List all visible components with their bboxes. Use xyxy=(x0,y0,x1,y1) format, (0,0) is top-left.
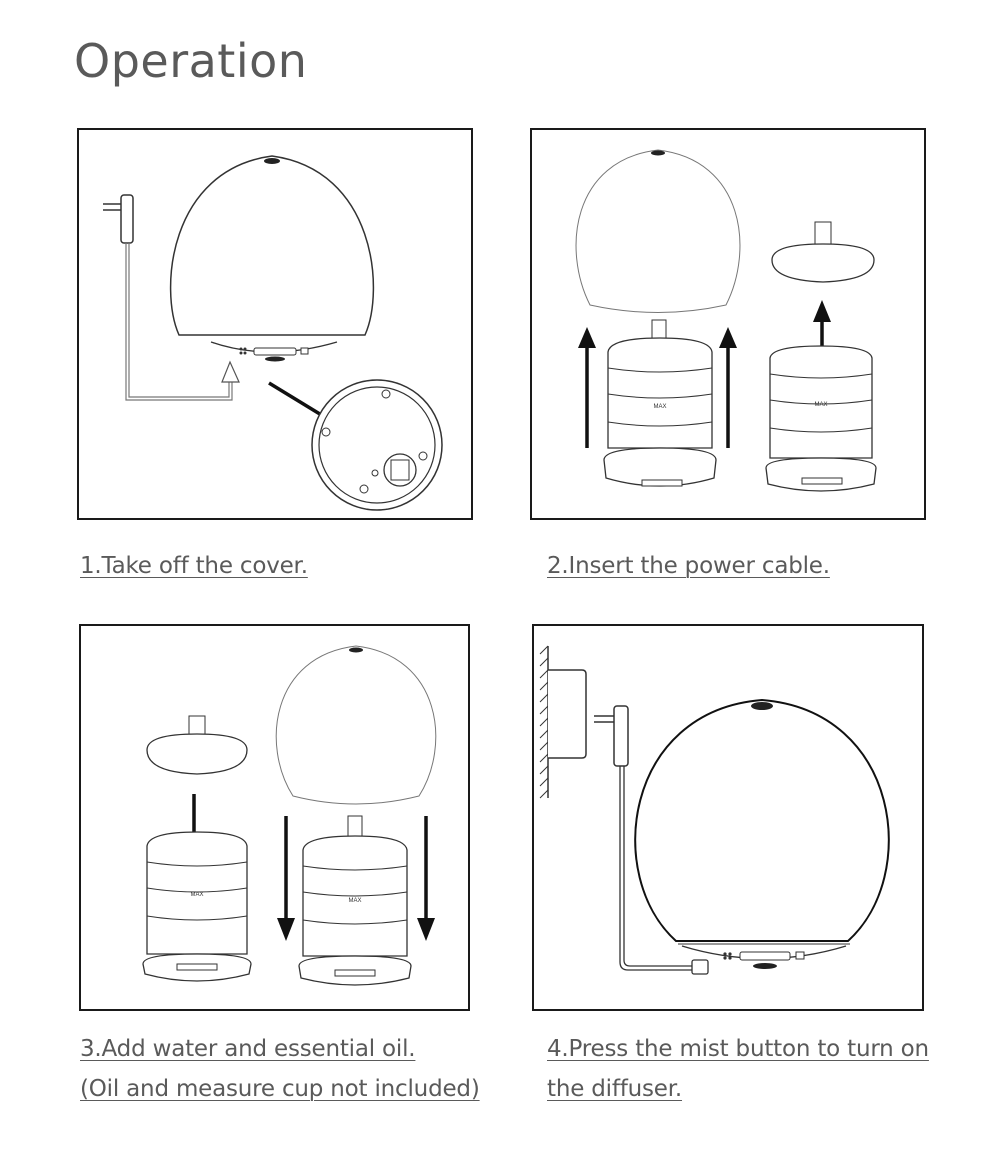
wall-outlet xyxy=(539,645,587,799)
measuring-cup xyxy=(146,715,248,775)
diffuser-globe xyxy=(169,155,375,362)
step-1-illustration xyxy=(77,128,473,520)
diffuser-base-left: MAX xyxy=(603,319,717,487)
diffuser-globe xyxy=(634,698,890,969)
diffuser-base-right: MAX xyxy=(765,345,877,492)
step-4-caption-line-2: the diffuser. xyxy=(547,1076,683,1102)
max-label: MAX xyxy=(190,892,203,898)
max-label: MAX xyxy=(814,402,827,408)
step-4-caption-line-1: 4.Press the mist button to turn on xyxy=(547,1036,929,1062)
diffuser-bottom-view xyxy=(311,379,443,511)
step-2-caption: 2.Insert the power cable. xyxy=(547,553,830,579)
power-plug-icon xyxy=(594,705,629,767)
diffuser-base-right: MAX xyxy=(298,815,412,986)
step-2-illustration: MAX MAX xyxy=(530,128,926,520)
step-1-caption: 1.Take off the cover. xyxy=(80,553,308,579)
measuring-cup xyxy=(771,221,875,283)
max-label: MAX xyxy=(348,898,361,904)
step-3-caption-line-2: (Oil and measure cup not included) xyxy=(80,1076,480,1102)
diffuser-base-left: MAX xyxy=(142,831,252,982)
max-label: MAX xyxy=(653,404,666,410)
step-4-illustration xyxy=(532,624,924,1011)
step-3-caption-line-1: 3.Add water and essential oil. xyxy=(80,1036,416,1062)
page-title: Operation xyxy=(74,34,308,88)
power-plug-icon xyxy=(103,194,134,244)
step-3-illustration: MAX MAX xyxy=(79,624,470,1011)
